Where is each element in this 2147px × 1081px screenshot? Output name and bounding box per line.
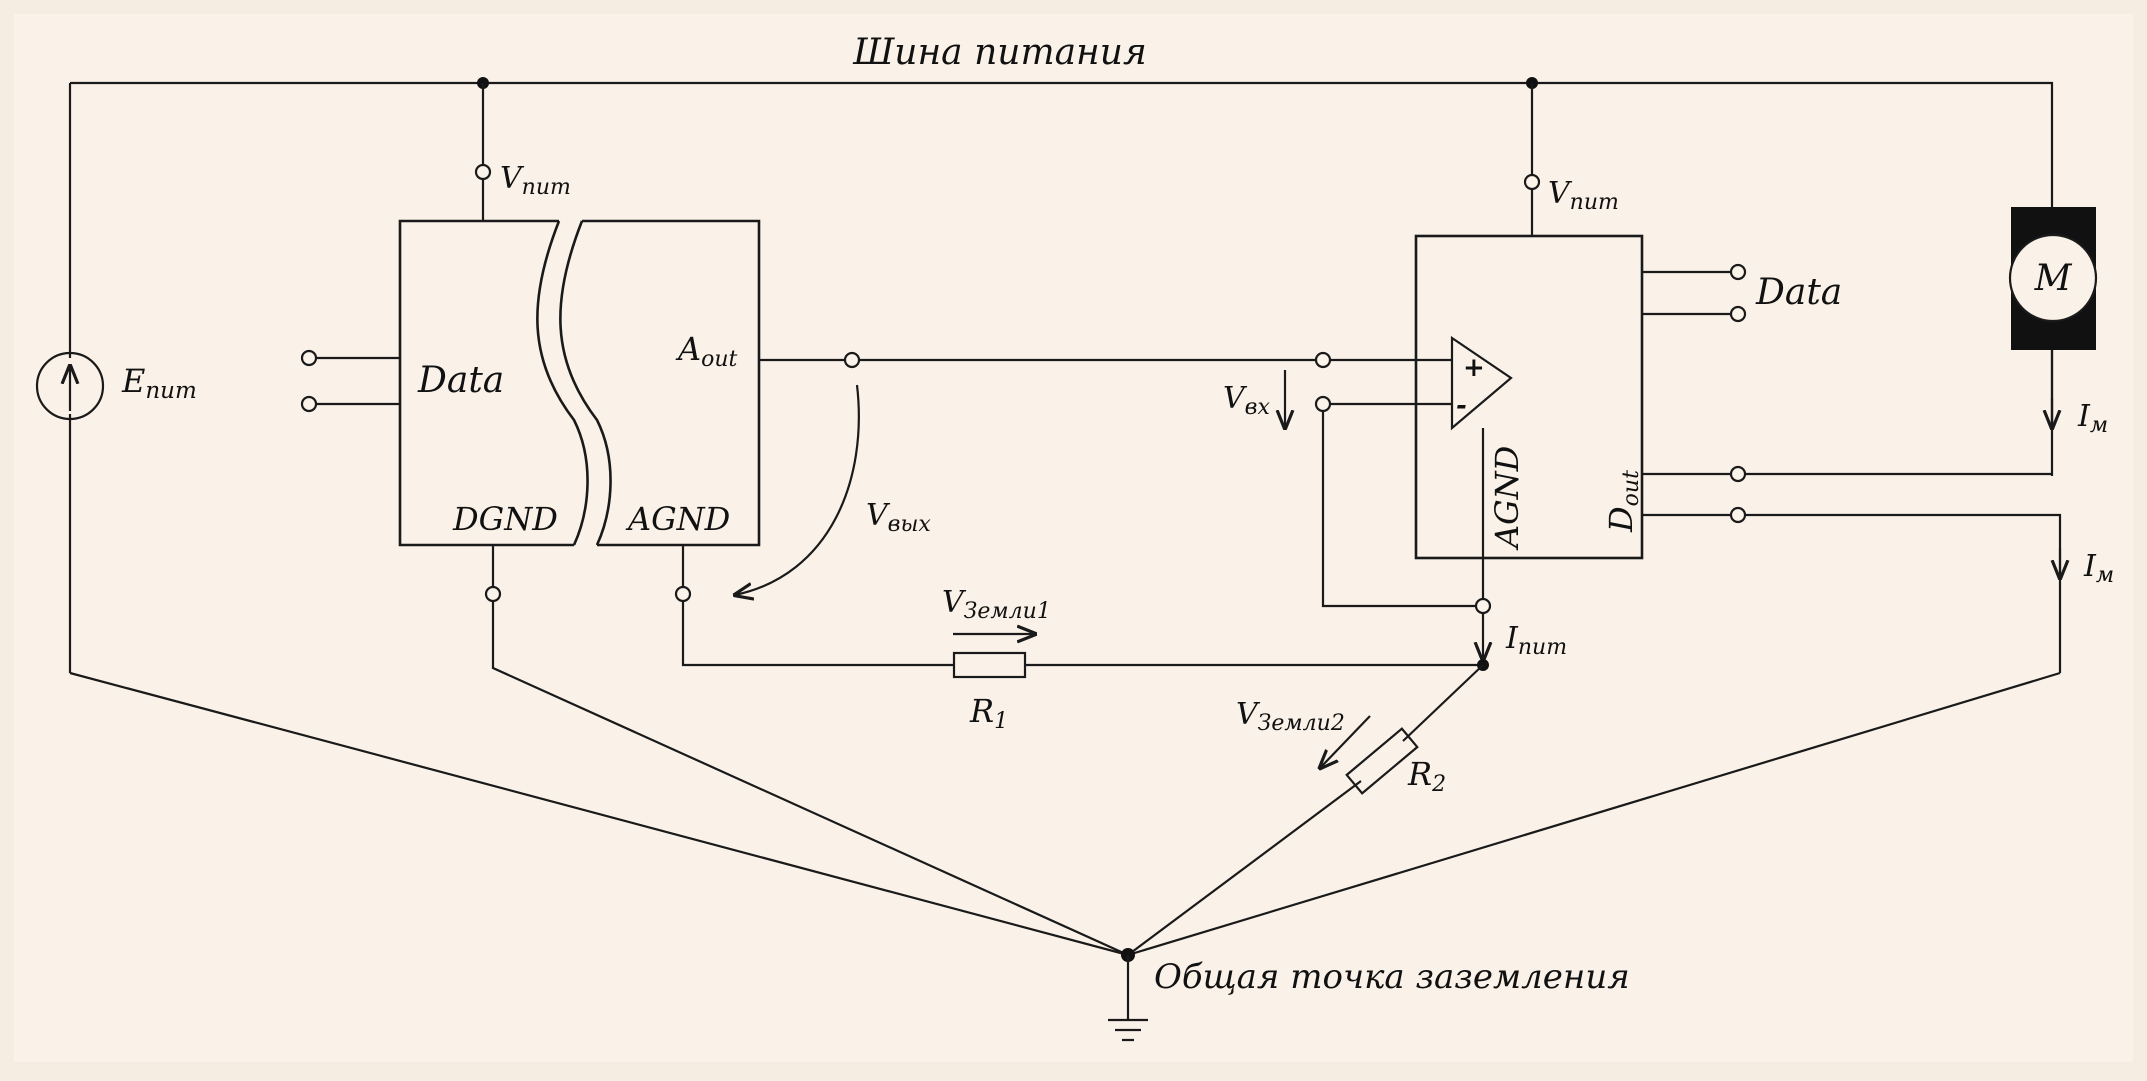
ground-star: Общая точка заземления <box>69 601 2061 1042</box>
adc-data-terminal-1 <box>1729 263 1747 281</box>
r2-resistor <box>1345 727 1419 795</box>
source-circle-icon <box>35 351 105 421</box>
r1-label: R1 <box>969 692 1008 734</box>
common-ground-label: Общая точка заземления <box>1154 957 1630 997</box>
source-label: Eпит <box>121 362 197 404</box>
ground-symbol-icon <box>1108 1018 1148 1042</box>
agnd-terminal <box>674 585 692 603</box>
dgnd-label: DGND <box>452 500 558 538</box>
ipit-label: Iпит <box>1505 621 1567 660</box>
aout-label: Aout <box>675 330 738 372</box>
supply-source: Eпит <box>35 351 197 673</box>
dac-vpit-label: Vпит <box>500 161 571 200</box>
adc-data-terminal-2 <box>1729 305 1747 323</box>
dac-data-terminal-2 <box>300 395 318 413</box>
opamp-icon: + - <box>1450 335 1513 431</box>
dac-block: Vпит Data DGND AGND Aout <box>300 83 761 603</box>
power-bus-label: Шина питания <box>852 32 1147 73</box>
adc-vpit-terminal <box>1523 173 1541 191</box>
r1-path: VЗемли1 R1 <box>681 585 1489 734</box>
analog-signal-line: Vвых <box>735 351 1452 595</box>
dac-data-terminal-1 <box>300 349 318 367</box>
im-bottom-label: Iм <box>2083 549 2114 588</box>
r2-path: VЗемли2 R2 <box>1127 664 1484 956</box>
dout-terminal-2 <box>1729 506 1747 524</box>
motor-icon <box>2008 233 2098 323</box>
vzemli2-label: VЗемли2 <box>1236 697 1345 736</box>
vvyh-arrow-icon <box>735 384 860 595</box>
dac-data-label: Data <box>417 360 504 401</box>
r2-label: R2 <box>1407 755 1446 797</box>
adc-block: Vпит Data + - Vвх AGND Dout Iпит <box>1223 83 2062 673</box>
vzemli2-arrow-icon <box>1320 715 1371 768</box>
dgnd-terminal <box>484 585 502 603</box>
r1-resistor <box>952 651 1027 679</box>
vvyh-label: Vвых <box>866 498 931 537</box>
adc-data-label: Data <box>1755 272 1842 313</box>
aout-terminal <box>843 351 861 369</box>
dac-break-right <box>559 220 612 546</box>
dac-break-left <box>536 220 589 546</box>
adc-in-plus-terminal <box>1314 351 1332 369</box>
opamp-plus-sign: + <box>1463 353 1485 383</box>
agnd-adc-label: AGND <box>1488 446 1526 551</box>
agnd-adc-terminal <box>1474 597 1492 615</box>
im-top-label: Iм <box>2077 399 2108 438</box>
agnd-dac-label: AGND <box>625 500 730 538</box>
dout-terminal-1 <box>1729 465 1747 483</box>
adc-box <box>1414 234 1644 560</box>
dac-vpit-terminal <box>474 163 492 181</box>
adc-in-minus-terminal <box>1314 395 1332 413</box>
motor: M Iм Iм <box>2008 207 2114 588</box>
dout-label: Dout <box>1602 470 1644 533</box>
opamp-minus-sign: - <box>1456 391 1467 421</box>
adc-vpit-label: Vпит <box>1548 176 1619 215</box>
panel-background <box>14 14 2133 1062</box>
vvh-label: Vвх <box>1223 381 1270 420</box>
vzemli1-label: VЗемли1 <box>942 585 1051 624</box>
motor-label: M <box>2034 258 2073 299</box>
